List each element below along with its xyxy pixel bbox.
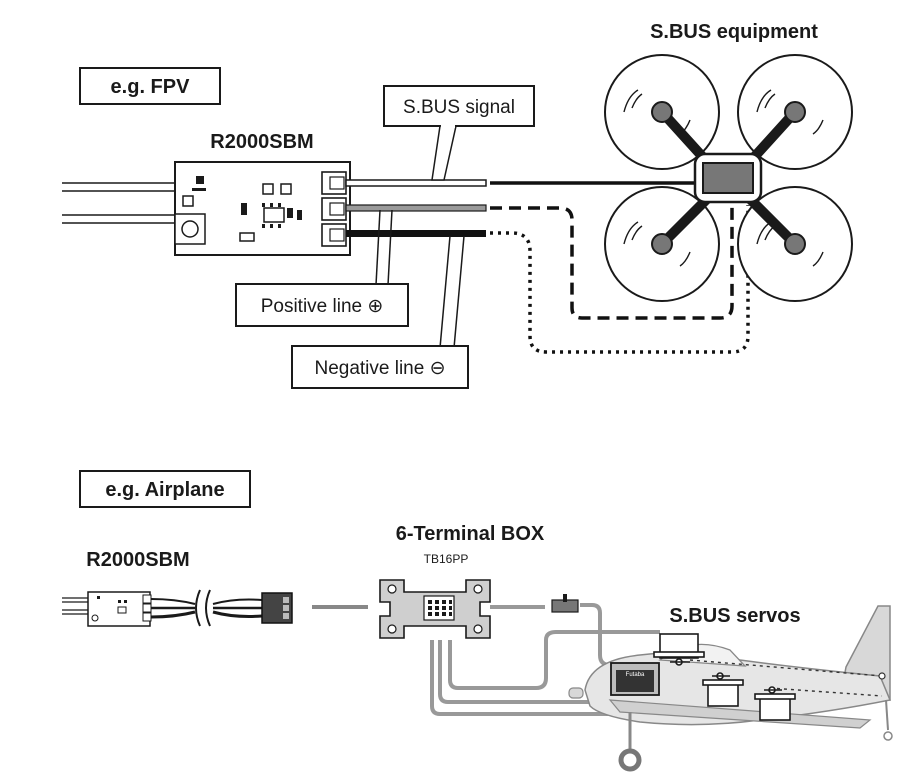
fpv-receiver-label: R2000SBM bbox=[210, 131, 313, 153]
fpv-example-label: e.g. FPV bbox=[111, 76, 191, 98]
airplane-example-tag: e.g. Airplane bbox=[79, 470, 251, 508]
onboard-receiver-brand: Futaba bbox=[626, 672, 645, 678]
fpv-antenna-wires bbox=[62, 182, 175, 224]
fpv-positive-label: Positive line ⊕ bbox=[261, 296, 384, 317]
fpv-positive-callout: Positive line ⊕ bbox=[235, 209, 409, 327]
servo-icon bbox=[702, 672, 744, 707]
airplane-onboard-receiver: Futaba bbox=[610, 662, 660, 696]
airplane-section: e.g. Airplane R2000SBM bbox=[62, 470, 893, 772]
fpv-positive-line bbox=[490, 205, 734, 320]
airplane-receiver-cable bbox=[150, 589, 293, 627]
fpv-equipment-label: S.BUS equipment bbox=[650, 21, 818, 43]
fpv-receiver-board bbox=[174, 161, 351, 256]
flight-controller-icon bbox=[702, 162, 754, 194]
fpv-example-tag: e.g. FPV bbox=[79, 67, 221, 105]
quadcopter-icon bbox=[604, 54, 853, 302]
terminal-box-model: TB16PP bbox=[424, 552, 469, 566]
airplane-example-label: e.g. Airplane bbox=[105, 479, 224, 501]
fpv-signal-label: S.BUS signal bbox=[403, 97, 515, 118]
fpv-negative-line bbox=[490, 205, 750, 354]
servo-icons bbox=[653, 633, 796, 721]
airplane-receiver bbox=[62, 591, 152, 627]
fpv-section: e.g. FPV R2000SBM bbox=[62, 21, 853, 389]
fpv-signal-callout: S.BUS signal bbox=[383, 85, 535, 181]
terminal-box bbox=[379, 579, 491, 639]
terminal-box-wires bbox=[430, 603, 760, 716]
terminal-box-label: 6-Terminal BOX bbox=[396, 523, 545, 545]
fpv-receiver-leads bbox=[345, 179, 487, 237]
servos-label: S.BUS servos bbox=[669, 605, 800, 627]
switch-icon bbox=[551, 594, 579, 613]
servo-icon bbox=[754, 686, 796, 721]
fpv-negative-label: Negative line ⊖ bbox=[314, 358, 445, 379]
airplane-receiver-label: R2000SBM bbox=[86, 549, 189, 571]
servo-icon bbox=[653, 633, 705, 666]
fpv-negative-callout: Negative line ⊖ bbox=[291, 235, 469, 389]
bind-button-icon bbox=[181, 220, 199, 238]
